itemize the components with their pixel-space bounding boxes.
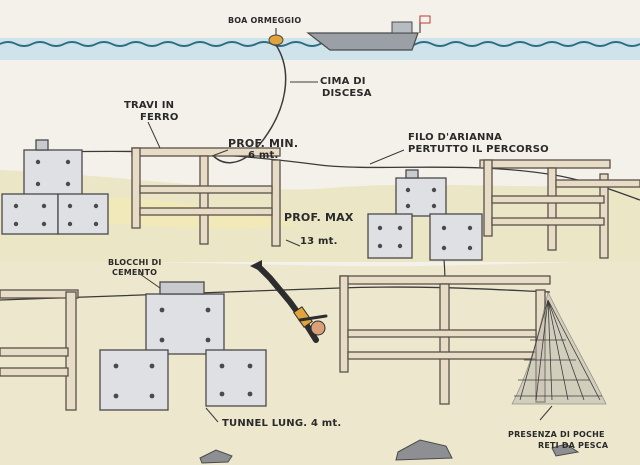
tunnel-length-label: TUNNEL LUNG. 4 mt. [222, 418, 342, 429]
guide-line-pointer [369, 149, 405, 165]
blocks-pointer [139, 273, 161, 289]
iron-beam-frame-upper-left [131, 147, 281, 247]
tunnel-pointer [205, 407, 219, 423]
concrete-block-stack-middle [367, 169, 483, 261]
min-depth-label-2: 6 mt. [248, 150, 279, 161]
boat-icon [306, 15, 431, 51]
descent-rope [209, 44, 287, 164]
sea-surface-wave [0, 41, 640, 47]
fishing-nets-label-1: PRESENZA DI POCHE [508, 430, 605, 439]
net-pointer [539, 405, 553, 421]
concrete-blocks-label-2: CEMENTO [112, 268, 158, 277]
iron-beam-frame-upper-right [479, 159, 640, 259]
min-depth-label-1: PROF. MIN. [228, 137, 299, 150]
fishing-nets-label-2: RETI DA PESCA [538, 441, 609, 450]
guide-line-label-2: PERTUTTO IL PERCORSO [408, 144, 549, 155]
concrete-block-tunnel [99, 281, 267, 411]
max-depth-label-2: 13 mt. [300, 236, 338, 247]
min-depth-pointer [211, 149, 229, 157]
descent-line-label-1: CIMA DI [320, 76, 366, 87]
iron-beams-label-1: TRAVI IN [124, 100, 175, 111]
iron-beams-pointer [147, 121, 161, 149]
fishing-net [511, 290, 607, 405]
descent-line-label-2: DISCESA [322, 88, 372, 99]
guide-line-label-1: FILO D'ARIANNA [408, 132, 503, 143]
iron-beams-label-2: FERRO [140, 112, 179, 123]
diver-icon [250, 260, 328, 343]
guide-line-lower [0, 286, 551, 301]
iron-beam-frame-lower-left [0, 289, 79, 411]
max-depth-pointer [285, 239, 301, 247]
concrete-blocks-label-1: BLOCCHI DI [108, 258, 162, 267]
max-depth-label-1: PROF. MAX [284, 211, 354, 224]
mooring-buoy-label: BOA ORMEGGIO [228, 16, 302, 25]
seabed-rocks [199, 439, 580, 464]
concrete-block-stack-upper [1, 139, 109, 235]
